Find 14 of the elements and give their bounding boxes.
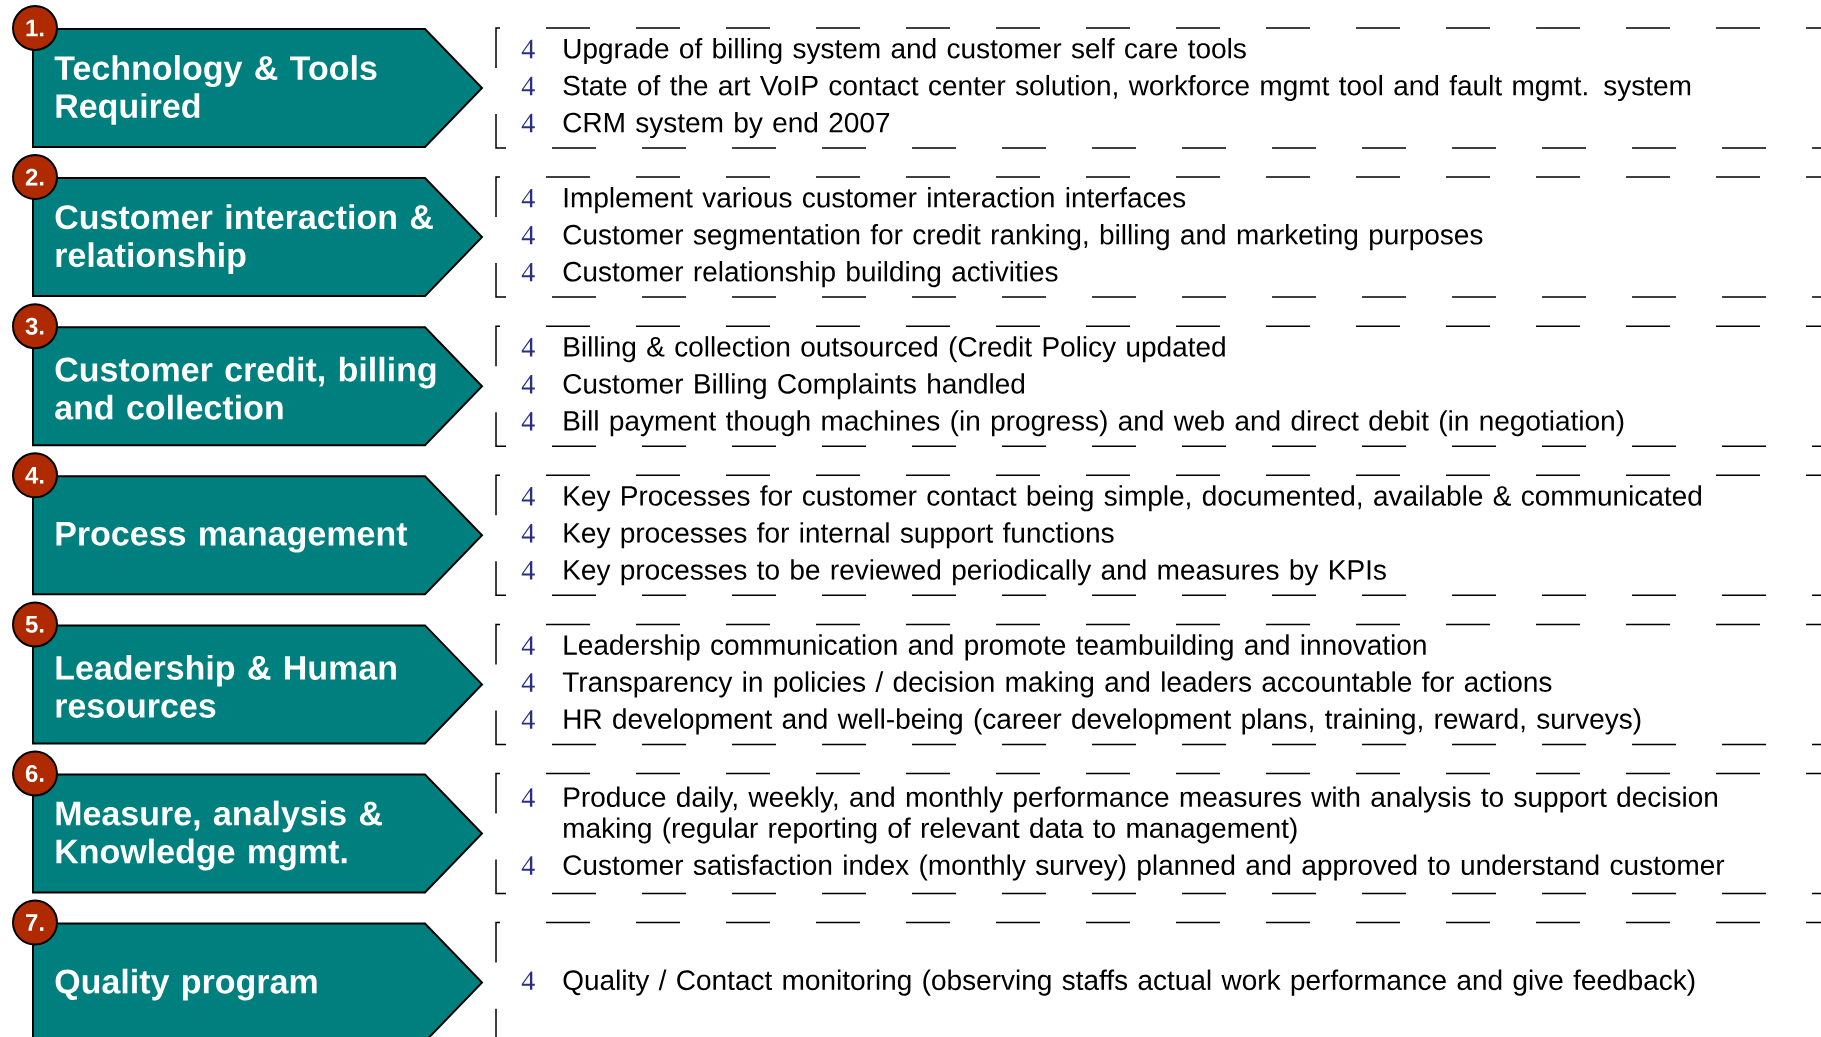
bullet-list: 4 Implement various customer interaction interfaces 4 Customer segmentation for credit ranking, billing and marketing purposes 4 Customer relationship building activities (521, 187, 1483, 288)
number-badge: 5. (12, 601, 58, 648)
number-badge: 6. (12, 750, 58, 797)
number-badge: 3. (12, 303, 58, 350)
bullet-list: 4 Key Processes for customer contact being simple, documented, available & communicated 4 Key processes for internal support functions 4 Key processes to be reviewed periodically and measures by KPIs (521, 485, 1701, 586)
bullet-list: 4 Billing & collection outsourced (Credit Policy updated 4 Customer Billing Complaints handled 4 Bill payment though machines (in progress) and web and direct debit (in negotiation) (521, 336, 1624, 437)
bullet-list: 4 Quality / Contact monitoring (observing staffs actual work performance and give feedback) (521, 969, 1695, 996)
number-badge: 2. (12, 154, 58, 201)
bullet-list: 4 Upgrade of billing system and customer self care tools 4 State of the art VoIP contact center solution, workforce mgmt tool and fault mgmt. system 4 CRM system by end 2007 (521, 37, 1691, 139)
number-badge: 7. (12, 899, 58, 946)
bullet-list: 4 Leadership communication and promote teambuilding and innovation 4 Transparency in policies / decision making and leaders accountable for actions 4 HR development and well-being (career development plans, training, reward, surveys) (521, 634, 1641, 735)
number-badge: 4. (12, 452, 58, 499)
number-badge: 1. (12, 5, 58, 51)
bullet-list: 4 Produce daily, weekly, and monthly performance measures with analysis to support decision making (regular reporting of relevant data to management) 4 Customer satisfaction index (monthly survey) planned and approved to understand customer (521, 786, 1725, 881)
